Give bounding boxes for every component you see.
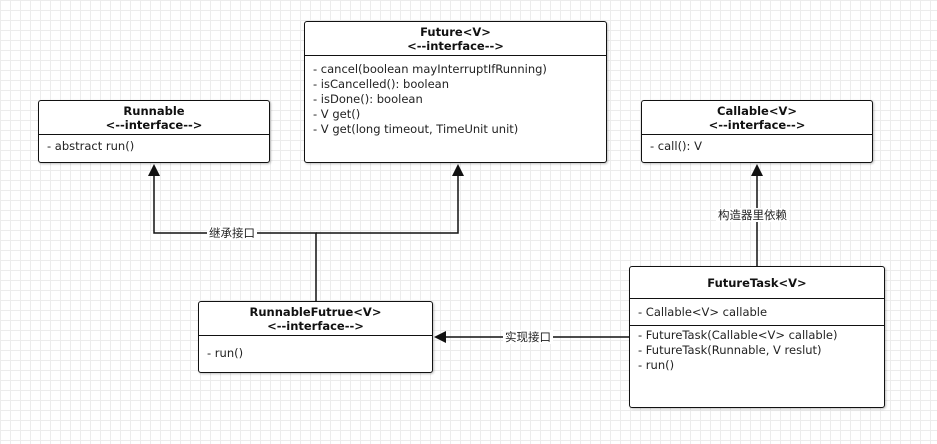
future-task-fields: - Callable<V> callable (630, 299, 884, 326)
future-class-box[interactable]: Future<V> <--interface--> - cancel(boole… (304, 21, 607, 163)
future-task-header: FutureTask<V> (630, 267, 884, 299)
runnable-header: Runnable <--interface--> (39, 101, 269, 135)
callable-stereotype: <--interface--> (708, 118, 806, 132)
future-task-name: FutureTask<V> (707, 276, 807, 290)
method-item: - abstract run() (47, 139, 135, 153)
future-name: Future<V> (420, 25, 491, 39)
field-item: - Callable<V> callable (638, 305, 768, 319)
runnable-stereotype: <--interface--> (105, 118, 203, 132)
implement-edge-label: 实现接口 (503, 330, 553, 344)
future-task-methods: - FutureTask(Callable<V> callable) - Fut… (630, 326, 884, 377)
runnable-future-name: RunnableFutrue<V> (249, 305, 382, 319)
method-item: - run() (638, 358, 675, 372)
callable-name: Callable<V> (717, 104, 797, 118)
method-item: - call(): V (650, 139, 702, 153)
runnable-future-header: RunnableFutrue<V> <--interface--> (199, 302, 432, 336)
future-header: Future<V> <--interface--> (305, 22, 606, 56)
callable-methods: - call(): V (642, 135, 872, 158)
method-item: - run() (207, 346, 244, 360)
runnable-future-methods: - run() (199, 336, 432, 365)
method-item: - cancel(boolean mayInterruptIfRunning) (313, 62, 547, 76)
method-item: - V get() (313, 107, 361, 121)
callable-header: Callable<V> <--interface--> (642, 101, 872, 135)
runnable-name: Runnable (123, 104, 185, 118)
future-task-class-box[interactable]: FutureTask<V> - Callable<V> callable - F… (629, 266, 885, 408)
method-item: - isCancelled(): boolean (313, 77, 450, 91)
method-item: - V get(long timeout, TimeUnit unit) (313, 122, 519, 136)
method-item: - FutureTask(Callable<V> callable) (638, 328, 838, 342)
runnable-methods: - abstract run() (39, 135, 269, 158)
callable-class-box[interactable]: Callable<V> <--interface--> - call(): V (641, 100, 873, 163)
inherit-edge-future (316, 164, 464, 234)
method-item: - isDone(): boolean (313, 92, 423, 106)
method-item: - FutureTask(Runnable, V reslut) (638, 343, 822, 357)
depends-edge-label: 构造器里依赖 (716, 208, 789, 222)
future-methods: - cancel(boolean mayInterruptIfRunning) … (305, 56, 606, 141)
future-stereotype: <--interface--> (407, 39, 504, 53)
inherit-edge-label: 继承接口 (207, 226, 257, 240)
runnable-class-box[interactable]: Runnable <--interface--> - abstract run(… (38, 100, 270, 163)
runnable-future-class-box[interactable]: RunnableFutrue<V> <--interface--> - run(… (198, 301, 433, 373)
runnable-future-stereotype: <--interface--> (267, 319, 364, 333)
